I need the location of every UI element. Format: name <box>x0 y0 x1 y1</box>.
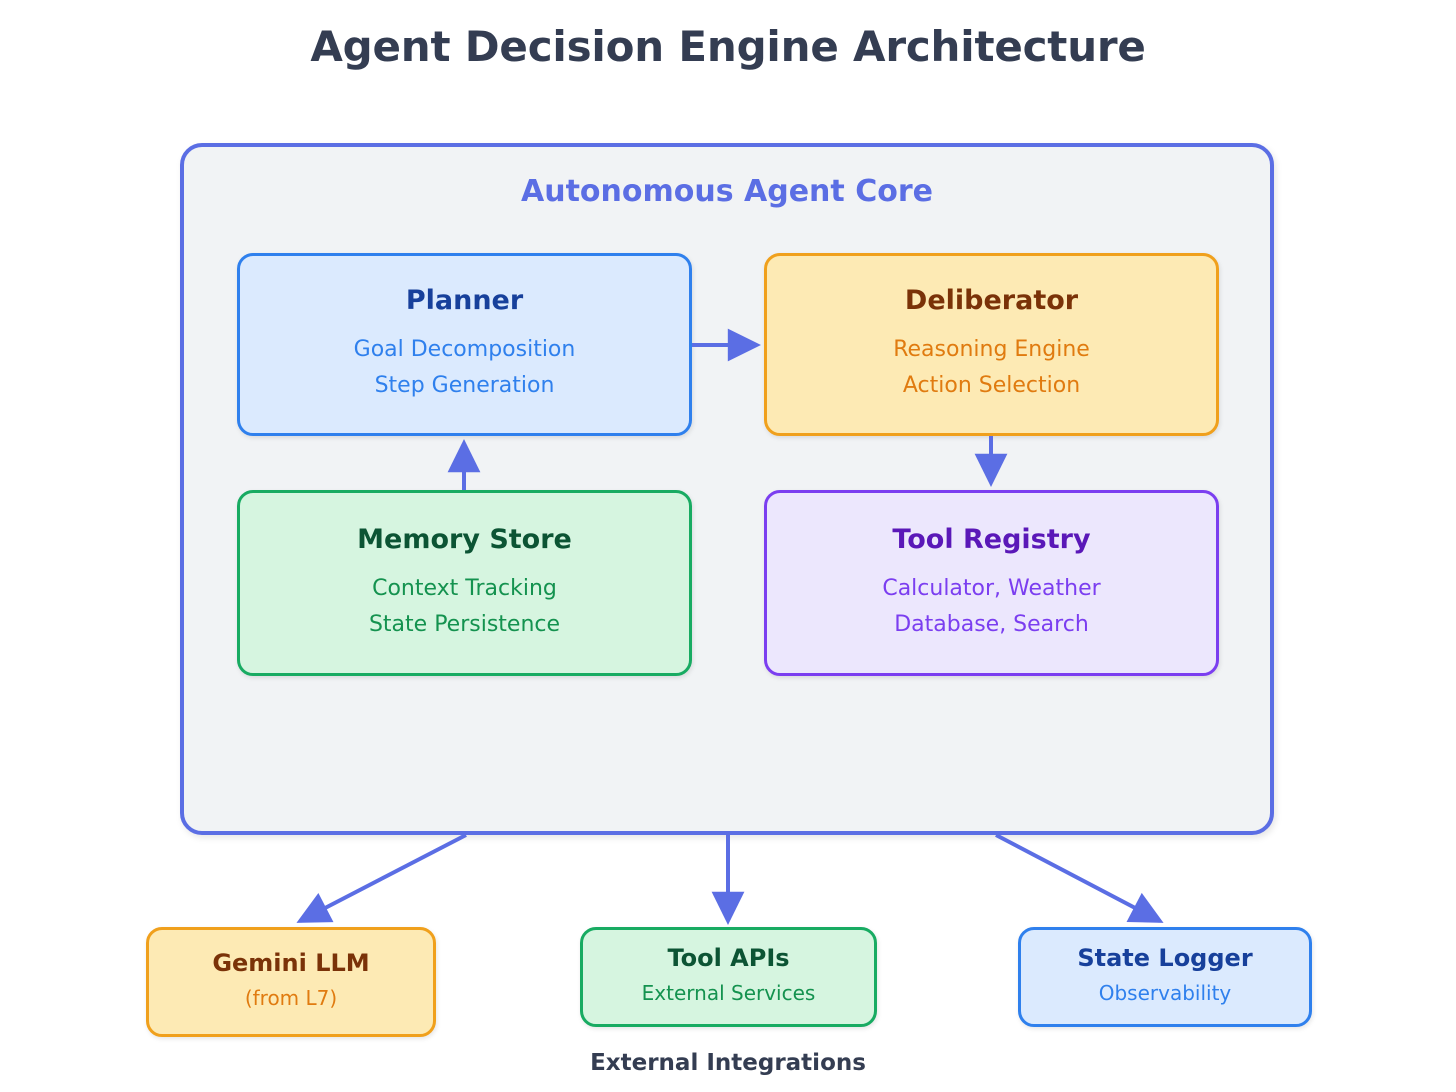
node-gemini-llm[interactable]: Gemini LLM (from L7) <box>146 927 436 1037</box>
node-deliberator[interactable]: Deliberator Reasoning Engine Action Sele… <box>764 253 1219 436</box>
page-title: Agent Decision Engine Architecture <box>310 22 1146 71</box>
node-gemini-llm-title: Gemini LLM <box>212 948 370 977</box>
node-memory-store-sub-2: State Persistence <box>368 611 561 637</box>
node-memory-store-sub-1: Context Tracking <box>372 575 557 601</box>
node-gemini-llm-sub-1: (from L7) <box>244 986 338 1011</box>
external-integrations-label: External Integrations <box>590 1050 866 1076</box>
node-planner-sub-2: Step Generation <box>374 373 555 399</box>
agent-core-container: Autonomous Agent Core <box>180 143 1274 835</box>
edge-core-to-gemini-llm <box>296 833 467 923</box>
agent-core-title: Autonomous Agent Core <box>521 174 933 209</box>
node-planner[interactable]: Planner Goal Decomposition Step Generati… <box>237 253 692 436</box>
node-memory-store-title: Memory Store <box>357 523 572 555</box>
node-planner-sub-1: Goal Decomposition <box>353 337 576 363</box>
node-memory-store[interactable]: Memory Store Context Tracking State Pers… <box>237 490 692 676</box>
node-state-logger[interactable]: State Logger Observability <box>1018 927 1312 1027</box>
edge-core-to-state-logger <box>995 833 1164 923</box>
node-tool-registry-title: Tool Registry <box>892 523 1091 555</box>
node-state-logger-title: State Logger <box>1077 943 1253 972</box>
node-deliberator-title: Deliberator <box>904 285 1079 317</box>
node-deliberator-sub-1: Reasoning Engine <box>893 337 1090 363</box>
node-planner-title: Planner <box>405 285 524 317</box>
node-tool-registry-sub-2: Database, Search <box>894 611 1089 637</box>
node-deliberator-sub-2: Action Selection <box>902 373 1081 399</box>
node-tool-apis-title: Tool APIs <box>667 943 790 972</box>
node-tool-apis[interactable]: Tool APIs External Services <box>580 927 877 1027</box>
node-state-logger-sub-1: Observability <box>1098 981 1232 1006</box>
node-tool-apis-sub-1: External Services <box>641 981 816 1006</box>
node-tool-registry[interactable]: Tool Registry Calculator, Weather Databa… <box>764 490 1219 676</box>
node-tool-registry-sub-1: Calculator, Weather <box>882 575 1101 601</box>
